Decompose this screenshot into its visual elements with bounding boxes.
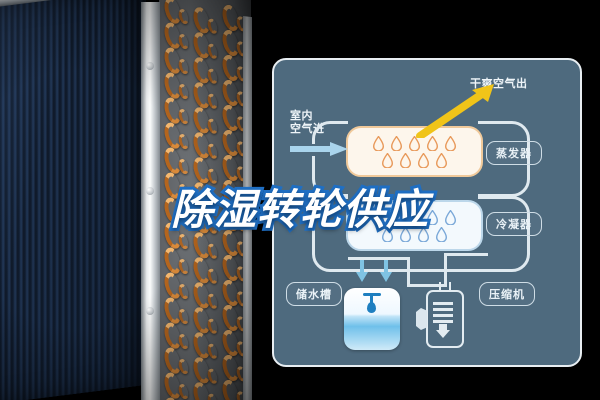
- water-drop: [436, 152, 447, 168]
- water-drop: [445, 209, 456, 225]
- headline-text: 除湿转轮供应: [168, 182, 431, 237]
- dehumidifier-schematic-panel: 室内 空气进 干爽空气出: [272, 58, 582, 367]
- evaporator-drop-row-bottom: [382, 152, 447, 168]
- water-drop-icon: [436, 226, 447, 242]
- water-drop-icon: [400, 152, 411, 168]
- compressor-neck: [439, 282, 451, 292]
- water-drop-icon: [418, 226, 429, 242]
- compressor-fin: [433, 314, 453, 317]
- condenser-block: [346, 200, 483, 251]
- water-drop-icon: [427, 209, 438, 225]
- water-drop-icon: [418, 152, 429, 168]
- drain-pipe: [407, 257, 410, 287]
- compressor-unit: [416, 282, 464, 348]
- pipe-mask: [348, 186, 478, 200]
- water-drop-icon: [427, 135, 438, 151]
- compressor-fin: [433, 302, 453, 305]
- compressor-pipe: [444, 253, 488, 256]
- water-drop: [400, 226, 411, 242]
- condensate-drip-arrow-icon: [356, 260, 368, 282]
- compressor-fin: [433, 308, 453, 311]
- water-drop: [427, 209, 438, 225]
- heat-exchanger-coil-photo: [0, 0, 252, 400]
- water-drop-icon: [382, 152, 393, 168]
- water-drop-icon: [382, 226, 393, 242]
- water-drop-icon: [445, 135, 456, 151]
- water-drop-icon: [409, 209, 420, 225]
- evaporator-drop-row-top: [373, 135, 456, 151]
- evaporator-block: [346, 126, 483, 177]
- compressor-body: [426, 290, 464, 348]
- water-drop-icon: [409, 135, 420, 151]
- water-drop: [382, 226, 393, 242]
- water-drop-icon: [391, 135, 402, 151]
- condenser-drop-row-top: [373, 209, 456, 225]
- compressor-down-arrow-icon: [436, 324, 450, 338]
- water-drop: [382, 152, 393, 168]
- water-drop: [400, 152, 411, 168]
- water-drop: [445, 135, 456, 151]
- drain-pipe: [407, 284, 447, 287]
- water-drop-icon: [367, 302, 376, 313]
- water-drop: [427, 135, 438, 151]
- water-drop: [409, 135, 420, 151]
- compressor-pipe: [444, 253, 447, 287]
- water-drop: [418, 152, 429, 168]
- water-drop: [418, 226, 429, 242]
- water-drop-icon: [373, 209, 384, 225]
- drain-pipe: [348, 257, 410, 260]
- water-drop: [373, 135, 384, 151]
- water-drop-icon: [391, 209, 402, 225]
- water-drop: [436, 226, 447, 242]
- water-drop: [373, 209, 384, 225]
- condenser-drop-row-bottom: [382, 226, 447, 242]
- component-label-compressor: 压缩机: [479, 282, 535, 306]
- faucet-spout: [370, 293, 373, 303]
- air-inlet-arrow-icon: [290, 142, 348, 156]
- compressor-motor: [416, 308, 427, 330]
- water-drop: [391, 209, 402, 225]
- water-drop: [391, 135, 402, 151]
- compressor-fin: [433, 320, 453, 323]
- water-drop-icon: [400, 226, 411, 242]
- water-drop: [409, 209, 420, 225]
- component-label-evaporator: 蒸发器: [486, 141, 542, 165]
- water-drop-icon: [436, 152, 447, 168]
- component-label-water-tank: 储水槽: [286, 282, 342, 306]
- air-outlet-arrow-icon: [416, 84, 494, 138]
- condensate-drip-arrow-icon: [380, 260, 392, 282]
- water-drop-icon: [373, 135, 384, 151]
- pipe-mask: [348, 118, 478, 126]
- photo-vignette: [0, 0, 252, 400]
- water-storage-tank: [344, 288, 400, 350]
- water-drop-icon: [445, 209, 456, 225]
- component-label-condenser: 冷凝器: [486, 212, 542, 236]
